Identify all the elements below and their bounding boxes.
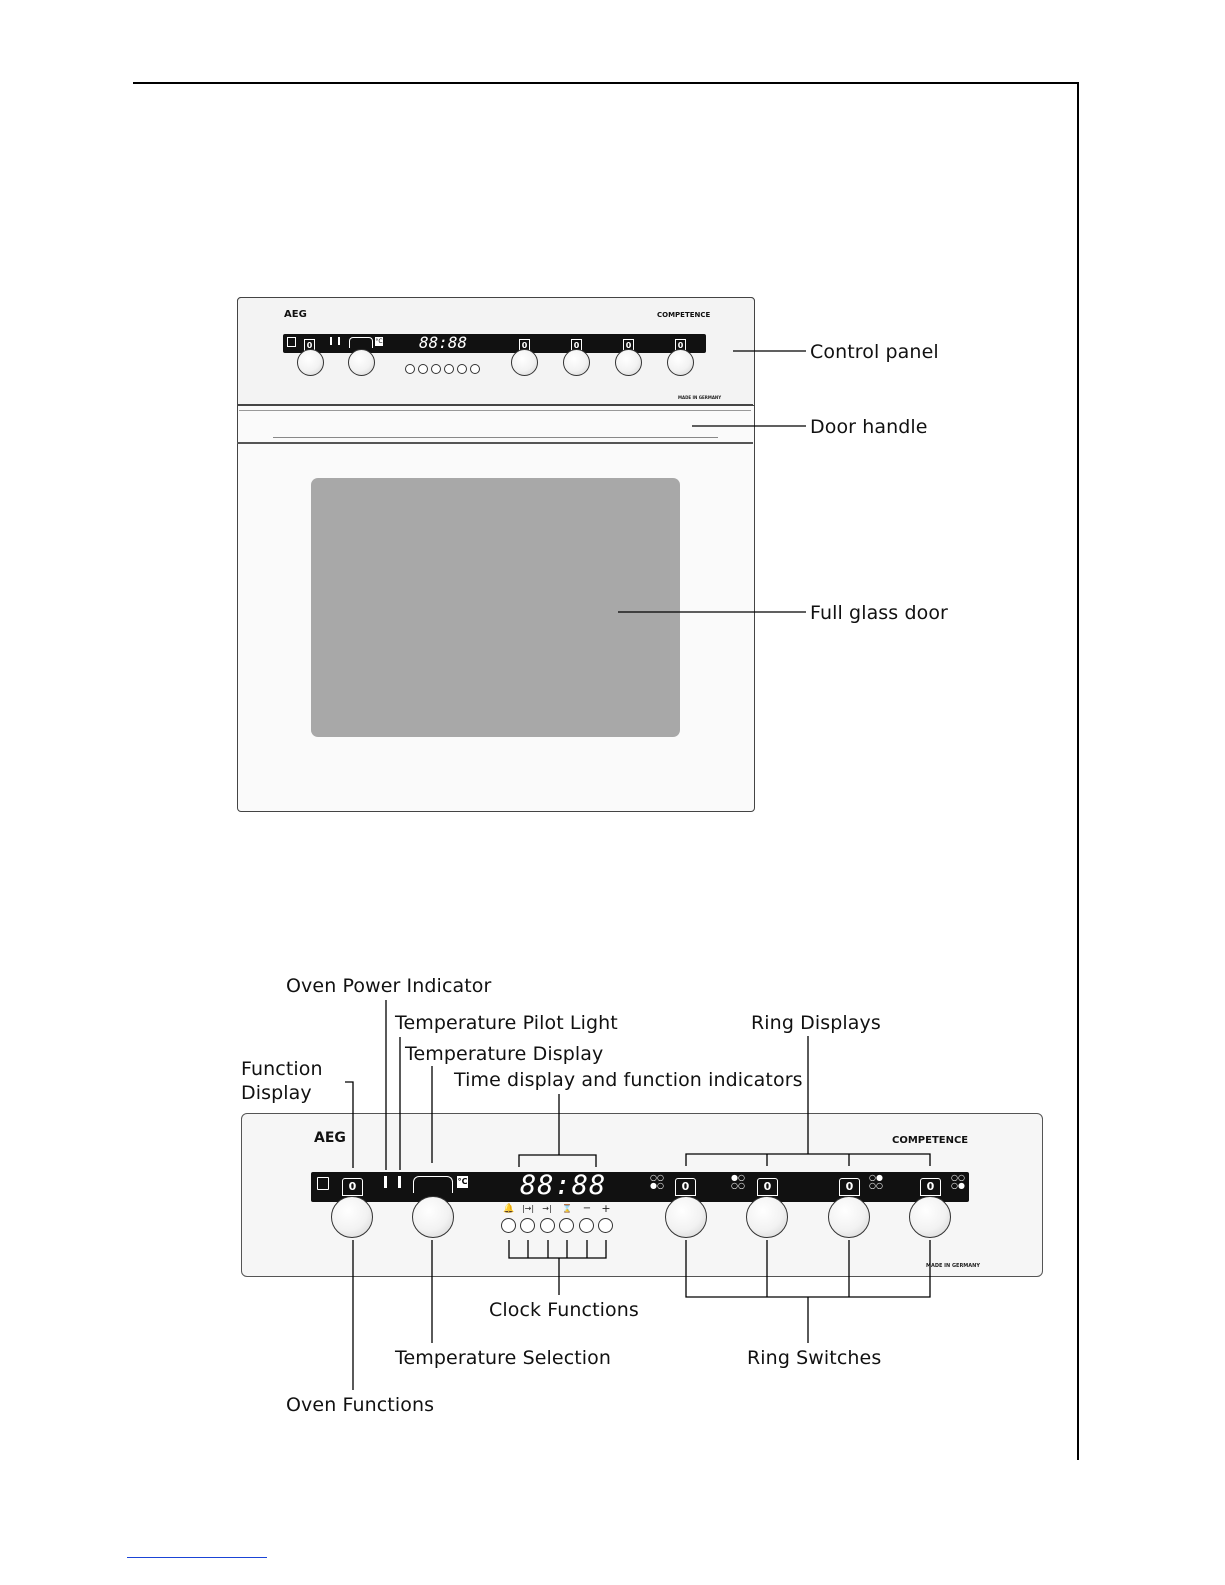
detail-ring-display-3: 0 [839, 1178, 860, 1196]
power-indicator-light [330, 337, 332, 345]
detail-ring-switch-2[interactable] [746, 1196, 788, 1238]
detail-clock-button-3[interactable] [540, 1218, 555, 1233]
plus-icon: + [601, 1202, 611, 1215]
label-oven-power-indicator: Oven Power Indicator [286, 975, 492, 997]
hourglass-icon: ⌛ [562, 1204, 572, 1213]
detail-ring-display-2: 0 [757, 1178, 778, 1196]
detail-time-display: 88:88 [520, 1170, 607, 1201]
celsius-symbol: °C [375, 337, 383, 346]
footer-link-underline [127, 1557, 267, 1558]
ring-symbol-2: ●○○○ [731, 1173, 745, 1190]
clock-button-plus[interactable] [470, 364, 480, 374]
duration-icon: |→| [521, 1204, 535, 1213]
detail-brand-logo: AEG [314, 1130, 346, 1146]
label-control-panel: Control panel [810, 341, 939, 363]
door-handle-edge [239, 410, 751, 411]
full-glass-door [311, 478, 680, 737]
clock-button-minus[interactable] [457, 364, 467, 374]
detail-clock-button-4[interactable] [559, 1218, 574, 1233]
label-door-handle: Door handle [810, 416, 928, 438]
door-handle-bottom [237, 442, 753, 444]
label-function-display: Function Display [241, 1058, 323, 1104]
oven-functions-knob[interactable] [297, 349, 324, 376]
detail-temperature-selection-knob[interactable] [412, 1196, 454, 1238]
label-temperature-pilot-light: Temperature Pilot Light [395, 1012, 618, 1034]
detail-clock-button-2[interactable] [520, 1218, 535, 1233]
ring-switch-knob-3[interactable] [615, 349, 642, 376]
detail-celsius-symbol: °C [457, 1176, 468, 1188]
label-oven-functions: Oven Functions [286, 1394, 435, 1416]
detail-made-in-label: MADE IN GERMANY [926, 1263, 980, 1269]
oven-brand-logo: AEG [284, 309, 307, 320]
door-handle-groove [273, 437, 718, 438]
end-time-icon: →| [542, 1204, 552, 1213]
detail-oven-function-indicator: 0 [342, 1178, 363, 1196]
door-handle [237, 404, 753, 406]
label-full-glass-door: Full glass door [810, 602, 948, 624]
detail-clock-button-1[interactable] [501, 1218, 516, 1233]
function-display-window [287, 337, 296, 347]
ring-switch-knob-2[interactable] [563, 349, 590, 376]
ring-symbol-3: ○●○○ [869, 1173, 883, 1190]
detail-function-display-window [317, 1177, 329, 1190]
detail-oven-functions-knob[interactable] [331, 1196, 373, 1238]
time-display: 88:88 [419, 333, 468, 352]
detail-ring-switch-4[interactable] [909, 1196, 951, 1238]
detail-clock-button-6[interactable] [598, 1218, 613, 1233]
page-right-rule [1077, 82, 1079, 1460]
detail-power-indicator [384, 1176, 387, 1188]
label-time-display: Time display and function indicators [454, 1069, 803, 1091]
minus-icon: − [582, 1203, 592, 1214]
clock-button-duration[interactable] [418, 364, 428, 374]
page-top-rule [133, 82, 1078, 84]
label-ring-displays: Ring Displays [751, 1012, 881, 1034]
ring-switch-knob-4[interactable] [667, 349, 694, 376]
detail-ring-switch-1[interactable] [665, 1196, 707, 1238]
label-temperature-selection: Temperature Selection [395, 1347, 612, 1369]
temperature-display-window [349, 337, 373, 348]
detail-temperature-display [413, 1176, 453, 1193]
ring-symbol-1: ○○●○ [650, 1173, 664, 1190]
temperature-pilot-light [338, 337, 340, 345]
label-temperature-display: Temperature Display [405, 1043, 604, 1065]
oven-series-name: COMPETENCE [657, 311, 711, 319]
made-in-label: MADE IN GERMANY [678, 395, 722, 400]
clock-button-minute-minder[interactable] [405, 364, 415, 374]
ring-switch-knob-1[interactable] [511, 349, 538, 376]
detail-temperature-pilot-light [398, 1176, 401, 1188]
oven-control-strip [283, 334, 706, 353]
detail-ring-switch-3[interactable] [828, 1196, 870, 1238]
temperature-selection-knob[interactable] [348, 349, 375, 376]
detail-clock-button-5[interactable] [579, 1218, 594, 1233]
clock-button-end-time[interactable] [431, 364, 441, 374]
bell-icon: 🔔 [503, 1204, 515, 1214]
label-ring-switches: Ring Switches [747, 1347, 882, 1369]
label-clock-functions: Clock Functions [489, 1299, 639, 1321]
detail-ring-display-4: 0 [920, 1178, 941, 1196]
detail-ring-display-1: 0 [675, 1178, 696, 1196]
clock-button-time[interactable] [444, 364, 454, 374]
ring-symbol-4: ○○○● [951, 1173, 965, 1190]
detail-series-name: COMPETENCE [892, 1135, 969, 1146]
